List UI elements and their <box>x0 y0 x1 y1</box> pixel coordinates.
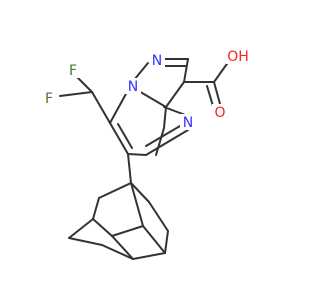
bond-c5-n4-double <box>145 125 181 147</box>
atom-f-upper: F <box>69 63 77 79</box>
bond-chf2-to-f-lower <box>59 91 93 97</box>
bond-c3a-n1 <box>136 89 167 108</box>
label-bg-n-bridge <box>125 78 141 94</box>
atom-n-pyrimidine: N <box>183 115 193 131</box>
bond-adam-2 <box>130 182 150 203</box>
bond-n1-n2 <box>133 62 149 81</box>
bond-adam-4 <box>92 197 100 220</box>
label-bg-n-pyrazole <box>149 52 165 68</box>
bond-cooh-o-double <box>206 85 214 107</box>
label-bg-o <box>212 104 228 120</box>
label-bg-f-upper <box>66 62 80 78</box>
bond-adam-6 <box>92 218 113 237</box>
molecule-structure: F F N N N OH O <box>42 48 252 260</box>
label-bg-n-pyrimidine <box>180 114 196 130</box>
bond-c5-adamantyl <box>127 153 132 184</box>
bond-adam-12 <box>101 244 134 260</box>
bond-c3-c3a <box>183 58 189 83</box>
atom-f-lower: F <box>45 91 53 107</box>
bond-c7-n1 <box>109 91 128 124</box>
bond-adam-14 <box>111 235 134 260</box>
bond-c5-n4 <box>145 129 189 156</box>
atom-o-hydroxyl: OH <box>227 49 249 65</box>
bond-adam-8 <box>142 225 166 254</box>
bond-adam-11 <box>164 230 169 254</box>
bond-adam-7 <box>148 201 169 232</box>
bond-c3a-c3b <box>165 81 185 108</box>
bond-adam-3 <box>130 182 144 227</box>
bond-adam-10 <box>111 225 144 237</box>
bond-n4-c3a <box>163 106 167 129</box>
atom-o-carbonyl: O <box>214 105 225 121</box>
bond-chf2-to-c7 <box>91 91 111 124</box>
atom-n-pyrazole: N <box>152 53 162 69</box>
bond-adam-1 <box>98 182 132 199</box>
bond-c7-c6 <box>109 122 129 155</box>
bond-adam-5 <box>68 218 94 239</box>
bond-c7-c6-double <box>117 123 133 149</box>
bond-adam-13 <box>132 252 166 260</box>
bond-cooh-oh <box>213 60 230 83</box>
label-bg-f-lower <box>42 90 56 106</box>
atom-n-bridge: N <box>128 79 138 95</box>
bond-cooh-o <box>213 81 221 105</box>
molecule-canvas: F F N N N OH O <box>42 48 252 260</box>
bond-c5-n4-region <box>155 127 165 156</box>
label-bg-oh <box>226 48 252 64</box>
bond-c6-c5 <box>127 153 147 156</box>
bond-adam-9 <box>68 237 103 246</box>
